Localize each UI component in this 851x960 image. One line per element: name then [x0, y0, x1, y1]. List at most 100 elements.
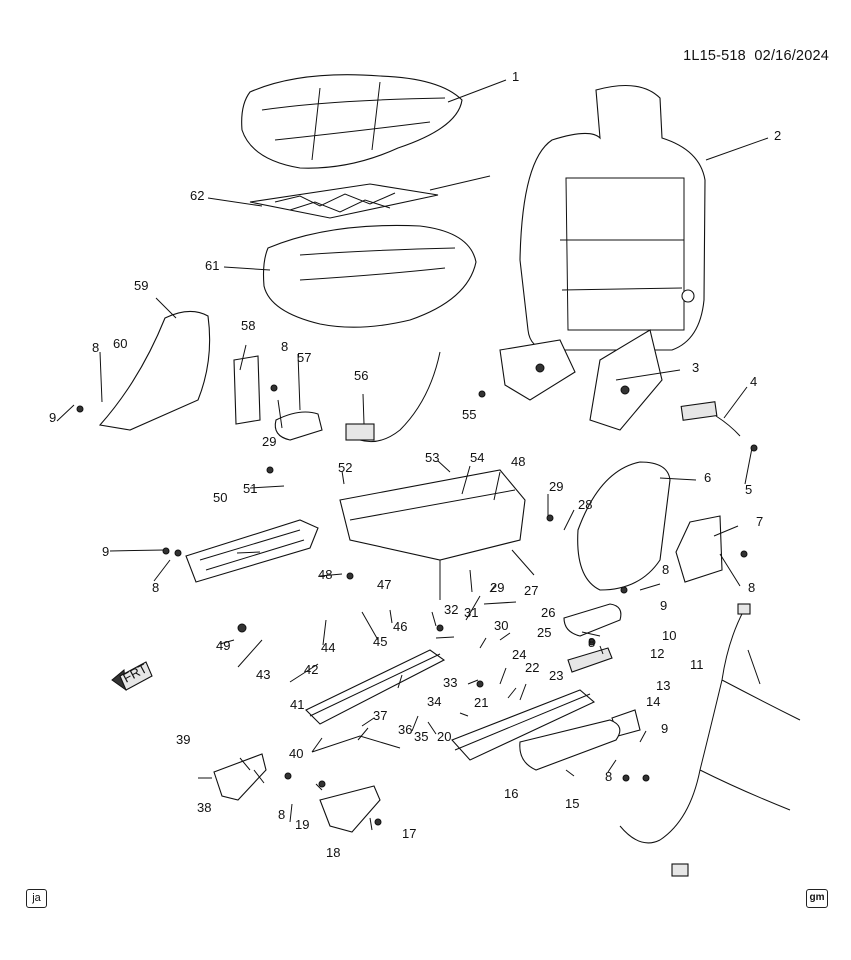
callout-c29c: 29: [490, 580, 504, 595]
callout-c32: 32: [444, 602, 458, 617]
callout-c59: 59: [134, 278, 148, 293]
callout-c11: 11: [690, 657, 704, 672]
callout-c58: 58: [241, 318, 255, 333]
callout-c21: 21: [474, 695, 488, 710]
callout-c8g: 8: [605, 769, 612, 784]
seat-frame: [339, 469, 526, 600]
callout-c8c: 8: [662, 562, 669, 577]
callout-c18: 18: [326, 845, 340, 860]
callout-c47: 47: [377, 577, 391, 592]
callout-c8f: 8: [588, 635, 595, 650]
callout-c35: 35: [414, 729, 428, 744]
callout-c34: 34: [427, 694, 441, 709]
callout-c50: 50: [213, 490, 227, 505]
seat-wiring-harness: [619, 603, 801, 877]
document-id: 1L15-518: [683, 48, 746, 64]
seat-heater-mat: [249, 175, 491, 219]
seat-back-assembly: [519, 85, 706, 351]
callout-c48a: 48: [318, 567, 332, 582]
callout-c22: 22: [525, 660, 539, 675]
callout-c37: 37: [373, 708, 387, 723]
switch-harness: [345, 351, 441, 443]
track-pad: [567, 647, 613, 673]
callout-c55: 55: [462, 407, 476, 422]
callout-c15: 15: [565, 796, 579, 811]
callout-c9d: 9: [661, 721, 668, 736]
seat-adjuster-track-left: [305, 649, 446, 725]
seat-adjuster-track-right: [451, 689, 596, 761]
callout-c46: 46: [393, 619, 407, 634]
callout-c12: 12: [650, 646, 664, 661]
seat-cushion-pad: [262, 224, 477, 328]
callout-c33: 33: [443, 675, 457, 690]
callout-c6: 6: [704, 470, 711, 485]
callout-c56: 56: [354, 368, 368, 383]
callout-c8e: 8: [152, 580, 159, 595]
callout-c8d: 8: [748, 580, 755, 595]
callout-c19: 19: [295, 817, 309, 832]
seat-adjuster-switch: [274, 411, 323, 441]
callout-c31: 31: [464, 605, 478, 620]
callout-c52: 52: [338, 460, 352, 475]
callout-c41: 41: [290, 697, 304, 712]
outboard-side-shield: [577, 461, 671, 591]
callout-c23: 23: [549, 668, 563, 683]
inner-track-cover-rear: [319, 785, 381, 833]
callout-c5: 5: [745, 482, 752, 497]
corner-badge-left: ja: [26, 889, 47, 908]
callout-c26: 26: [541, 605, 555, 620]
callout-c30: 30: [494, 618, 508, 633]
seatbelt-buckle: [680, 401, 741, 437]
inner-track-cover-front: [213, 753, 267, 801]
track-cover-front: [563, 603, 622, 637]
callout-c10: 10: [662, 628, 676, 643]
callout-c24: 24: [512, 647, 526, 662]
callout-c17: 17: [402, 826, 416, 841]
callout-c9b: 9: [102, 544, 109, 559]
callout-c54: 54: [470, 450, 484, 465]
callout-c40: 40: [289, 746, 303, 761]
callout-c29b: 29: [549, 479, 563, 494]
callout-c42: 42: [304, 662, 318, 677]
callout-c60: 60: [113, 336, 127, 351]
side-rail-trim: [185, 519, 319, 583]
callout-c25: 25: [537, 625, 551, 640]
outer-track-trim-cover: [519, 719, 621, 771]
diagram-header: 1L15-518 02/16/2024: [683, 48, 829, 64]
callout-c2: 2: [774, 128, 781, 143]
leader-lines: [56, 79, 769, 831]
callout-c9a: 9: [49, 410, 56, 425]
callout-c44: 44: [321, 640, 335, 655]
front-direction-arrow: [111, 661, 153, 692]
callout-c49: 49: [216, 638, 230, 653]
callout-c36: 36: [398, 722, 412, 737]
callout-c8h: 8: [278, 807, 285, 822]
callout-c53: 53: [425, 450, 439, 465]
fasteners: [76, 384, 758, 826]
document-date: 02/16/2024: [754, 48, 829, 64]
callout-c8a: 8: [92, 340, 99, 355]
side-shield-bracket: [675, 515, 723, 583]
callout-c45: 45: [373, 634, 387, 649]
callout-c4: 4: [750, 374, 757, 389]
callout-c61: 61: [205, 258, 219, 273]
seat-cushion-cover: [241, 74, 463, 169]
callout-c48b: 48: [511, 454, 525, 469]
callout-c43: 43: [256, 667, 270, 682]
callout-c28: 28: [578, 497, 592, 512]
callout-c51: 51: [243, 481, 257, 496]
callout-c14: 14: [646, 694, 660, 709]
callout-c57: 57: [297, 350, 311, 365]
callout-c7: 7: [756, 514, 763, 529]
callout-c27: 27: [524, 583, 538, 598]
callout-c39: 39: [176, 732, 190, 747]
callout-c9c: 9: [660, 598, 667, 613]
towel-bar-handle: [311, 735, 401, 753]
callout-c20: 20: [437, 729, 451, 744]
callout-c1: 1: [512, 69, 519, 84]
callout-c29a: 29: [262, 434, 276, 449]
gm-logo-badge: gm: [806, 889, 828, 908]
